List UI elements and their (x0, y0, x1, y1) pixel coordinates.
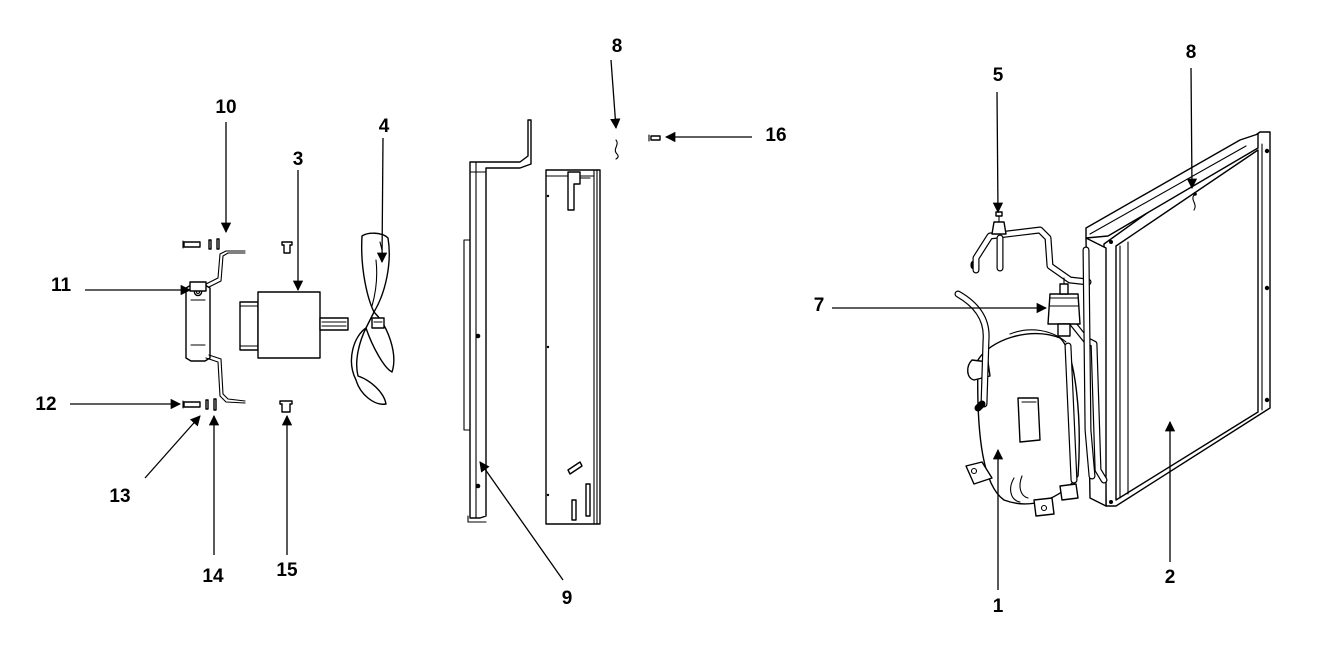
grommet-upper (281, 241, 293, 254)
callout-1: 1 (993, 596, 1004, 617)
filter-drier (1047, 277, 1081, 337)
compressor-condenser-assembly (954, 131, 1271, 517)
refrigerant-tubing (954, 226, 1108, 484)
callout-7: 7 (814, 295, 825, 316)
fan-motor (239, 291, 349, 359)
callout-10: 10 (215, 97, 236, 118)
callout-leaders (70, 59, 1198, 590)
callout-8-left: 8 (612, 36, 623, 57)
lower-strap (205, 357, 246, 404)
service-valve (991, 211, 1007, 235)
grommet-lower (279, 400, 293, 413)
callout-14: 14 (202, 566, 224, 587)
callout-13: 13 (109, 486, 130, 507)
callout-3: 3 (293, 149, 304, 170)
callout-5: 5 (993, 65, 1004, 86)
callout-12: 12 (35, 394, 56, 415)
fan-motor-assembly (182, 232, 395, 413)
fan-blade (350, 232, 395, 405)
screw-16 (648, 134, 661, 142)
lower-screw (182, 398, 217, 411)
callout-15: 15 (276, 560, 298, 581)
upper-strap (205, 250, 246, 285)
motor-bracket (185, 281, 211, 362)
callout-labels: 1 2 3 4 5 7 8 8 9 10 11 12 13 14 15 16 (35, 36, 1196, 617)
condenser-coil (1085, 131, 1271, 507)
callout-8-right: 8 (1186, 42, 1197, 63)
shroud-panel (463, 119, 661, 525)
callout-11: 11 (51, 275, 72, 296)
callout-16: 16 (765, 125, 786, 146)
upper-screw (182, 238, 220, 250)
clip-left (614, 139, 619, 160)
callout-4: 4 (379, 116, 390, 137)
callout-9: 9 (562, 588, 573, 609)
callout-2: 2 (1165, 567, 1176, 588)
